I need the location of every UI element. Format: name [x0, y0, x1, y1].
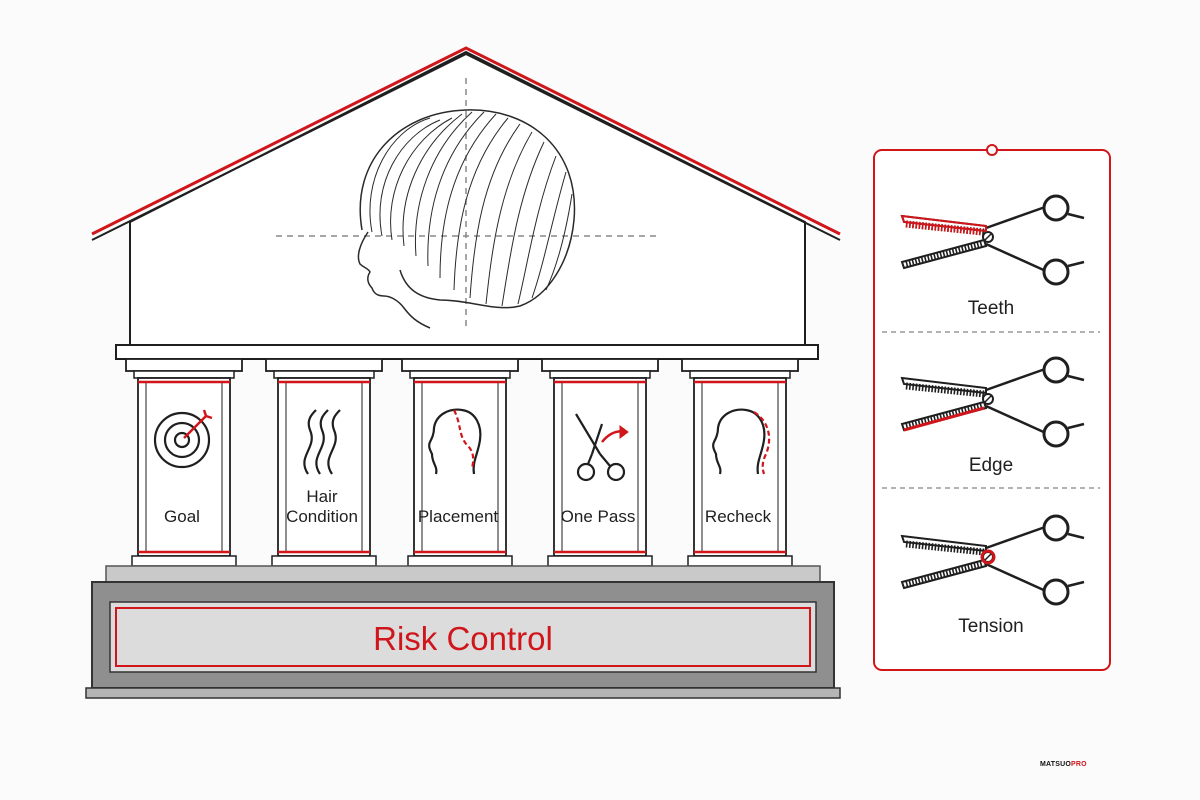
brand-suffix: PRO: [1071, 761, 1087, 768]
pillar: [401, 358, 519, 567]
target-icon: [153, 409, 213, 469]
pillar: [125, 358, 243, 567]
shears-item-label: Teeth: [968, 298, 1014, 319]
pillar-label: Recheck: [705, 507, 772, 526]
thinning-shears-edge-icon: [902, 358, 1084, 446]
pillar-label: One Pass: [561, 507, 636, 526]
temple-pillars: [125, 358, 799, 567]
pillar: [265, 358, 383, 567]
scissors-icon: [575, 413, 629, 482]
temple-beam: [115, 344, 819, 360]
foundation-label: Risk Control: [373, 620, 553, 657]
thinning-shears-teeth-icon: [902, 196, 1084, 284]
bob-haircut-head-icon: [276, 78, 658, 330]
pillar: [541, 358, 659, 567]
brand-logo: MATSUOPRO: [1040, 761, 1087, 768]
pillar-label: Goal: [164, 507, 200, 526]
pillar-label: Placement: [418, 507, 499, 526]
shears-item-label: Tension: [958, 616, 1024, 637]
temple-foundation: [85, 565, 841, 699]
pillar-label: Condition: [286, 507, 358, 526]
shears-item-label: Edge: [969, 455, 1013, 476]
thinning-shears-tension-icon: [902, 516, 1084, 604]
brand-name: MATSUO: [1040, 761, 1072, 768]
head-placement-icon: [428, 408, 482, 475]
hair-strands-icon: [303, 409, 341, 475]
head-recheck-icon: [712, 408, 771, 475]
pillar-label: Hair: [306, 487, 338, 506]
temple-pediment: [91, 46, 841, 346]
pillar: [681, 358, 799, 567]
